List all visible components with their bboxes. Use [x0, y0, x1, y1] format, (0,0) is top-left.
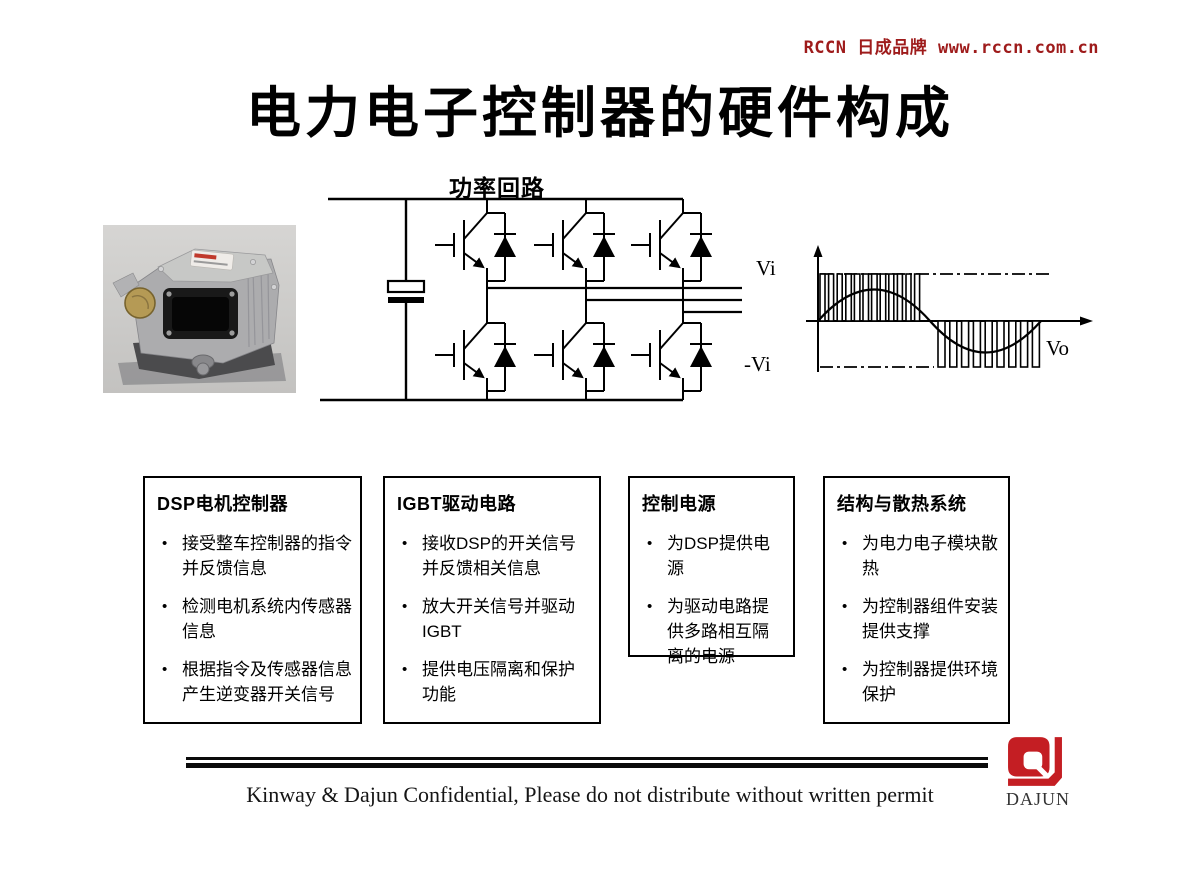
bullet-item: 接收DSP的开关信号并反馈相关信息 [397, 531, 591, 581]
controller-photo [103, 225, 296, 393]
pwm-waveform [806, 245, 1093, 372]
igbt-cell-bottom-3 [631, 323, 712, 391]
brand-text: RCCN 日成品牌 www.rccn.com.cn [803, 38, 1099, 58]
box-title: DSP电机控制器 [157, 494, 289, 514]
bullet-item: 为控制器提供环境保护 [837, 657, 1000, 707]
box-dsp-controller: DSP电机控制器 接受整车控制器的指令并反馈信息 检测电机系统内传感器信息 根据… [143, 476, 362, 724]
footer-divider [186, 757, 988, 768]
device-label [190, 249, 234, 271]
power-circuit-label: 功率回路 [449, 175, 545, 201]
box-title: 结构与散热系统 [837, 494, 967, 514]
igbt-cell-top-1 [435, 213, 516, 281]
bullet-list: 接受整车控制器的指令并反馈信息 检测电机系统内传感器信息 根据指令及传感器信息产… [157, 531, 352, 707]
bullet-item: 为驱动电路提供多路相互隔离的电源 [642, 594, 785, 669]
pwm-pulses-negative [937, 320, 1041, 368]
dajun-logo-text: DAJUN [1005, 789, 1070, 809]
bullet-item: 放大开关信号并驱动IGBT [397, 594, 591, 644]
controller-photo-image [103, 225, 296, 393]
output-lines [487, 286, 742, 314]
box-igbt-driver: IGBT驱动电路 接收DSP的开关信号并反馈相关信息 放大开关信号并驱动IGBT… [383, 476, 601, 724]
brass-cap [124, 287, 156, 319]
bullet-item: 提供电压隔离和保护功能 [397, 657, 591, 707]
box-title: IGBT驱动电路 [397, 494, 516, 514]
box-structure-cooling: 结构与散热系统 为电力电子模块散热 为控制器组件安装提供支撑 为控制器提供环境保… [823, 476, 1010, 724]
igbt-cell-bottom-1 [435, 323, 516, 391]
bullet-list: 为DSP提供电源 为驱动电路提供多路相互隔离的电源 [642, 531, 785, 669]
igbt-cell-bottom-2 [534, 323, 615, 391]
neg-vi-label: -Vi [744, 352, 771, 376]
box-title: 控制电源 [642, 494, 716, 514]
sine-wave [817, 288, 1042, 354]
confidential-notice: Kinway & Dajun Confidential, Please do n… [246, 782, 934, 807]
bullet-item: 为DSP提供电源 [642, 531, 785, 581]
device-bracket [112, 272, 140, 298]
bullet-item: 接受整车控制器的指令并反馈信息 [157, 531, 352, 581]
vi-label: Vi [756, 256, 776, 280]
bullet-item: 为电力电子模块散热 [837, 531, 1000, 581]
igbt-cell-top-3 [631, 213, 712, 281]
vo-label: Vo [1046, 336, 1069, 360]
bullet-list: 为电力电子模块散热 为控制器组件安装提供支撑 为控制器提供环境保护 [837, 531, 1000, 707]
dc-link-capacitor [386, 199, 426, 400]
vi-reference-lines [820, 273, 1052, 368]
bullet-item: 为控制器组件安装提供支撑 [837, 594, 1000, 644]
axis-arrow-up [813, 245, 823, 257]
igbt-cell-top-2 [534, 213, 615, 281]
dajun-logo [1008, 737, 1062, 786]
box-control-power: 控制电源 为DSP提供电源 为驱动电路提供多路相互隔离的电源 [628, 476, 795, 666]
dc-rails [320, 197, 683, 402]
bullet-item: 检测电机系统内传感器信息 [157, 594, 352, 644]
bullet-list: 接收DSP的开关信号并反馈相关信息 放大开关信号并驱动IGBT 提供电压隔离和保… [397, 531, 591, 707]
pwm-pulses-positive [819, 273, 921, 322]
page-title: 电力电子控制器的硬件构成 [245, 82, 954, 144]
bullet-item: 根据指令及传感器信息产生逆变器开关信号 [157, 657, 352, 707]
axis-arrow-right [1080, 316, 1093, 326]
power-circuit-diagram [320, 197, 742, 402]
